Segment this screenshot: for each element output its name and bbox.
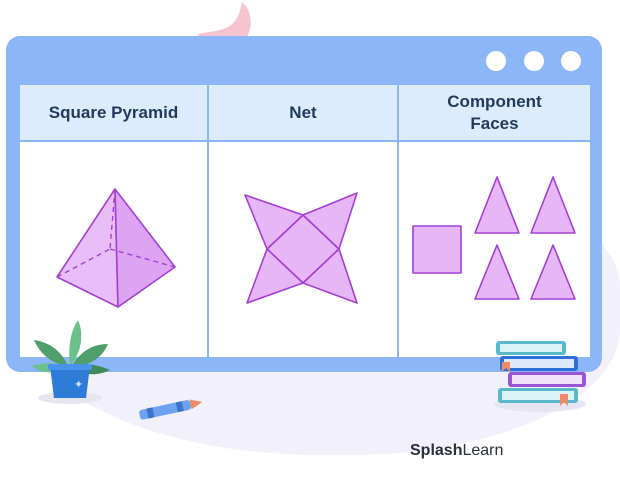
plant-pot-decoration: ✦ bbox=[32, 320, 110, 404]
column-net: Net bbox=[209, 85, 399, 357]
column-component-faces: Component Faces bbox=[399, 85, 590, 357]
pyramid-hidden-edge bbox=[56, 248, 111, 278]
window-dot-icon bbox=[486, 51, 506, 71]
svg-text:✦: ✦ bbox=[74, 378, 83, 391]
pyramid-net-shape bbox=[244, 192, 358, 304]
window-dot-icon bbox=[524, 51, 544, 71]
component-faces-shapes bbox=[412, 176, 576, 300]
net-top-right-face bbox=[302, 192, 358, 250]
pyramid-left-face bbox=[56, 188, 119, 308]
square-face bbox=[412, 225, 462, 274]
triangle-face bbox=[530, 244, 576, 300]
header-net: Net bbox=[209, 85, 397, 142]
window-dot-icon bbox=[561, 51, 581, 71]
column-square-pyramid: Square Pyramid bbox=[20, 85, 209, 357]
header-square-pyramid: Square Pyramid bbox=[20, 85, 207, 142]
header-component-faces: Component Faces bbox=[399, 85, 590, 142]
books-stack-decoration bbox=[494, 341, 586, 412]
square-pyramid-shape bbox=[56, 188, 176, 308]
triangle-face bbox=[474, 244, 520, 300]
pyramid-hidden-edge bbox=[109, 188, 116, 250]
comparison-table: Square Pyramid Net bbox=[20, 85, 590, 357]
triangle-face bbox=[474, 176, 520, 234]
pyramid-right-face bbox=[114, 188, 176, 308]
splashlearn-logo: SplashLearn bbox=[410, 442, 504, 459]
pyramid-hidden-edge bbox=[109, 248, 176, 268]
crayon-decoration bbox=[139, 399, 203, 420]
net-top-left-face bbox=[244, 194, 304, 250]
net-bottom-left-face bbox=[246, 248, 304, 304]
net-bottom-right-face bbox=[302, 248, 358, 304]
triangle-face bbox=[530, 176, 576, 234]
